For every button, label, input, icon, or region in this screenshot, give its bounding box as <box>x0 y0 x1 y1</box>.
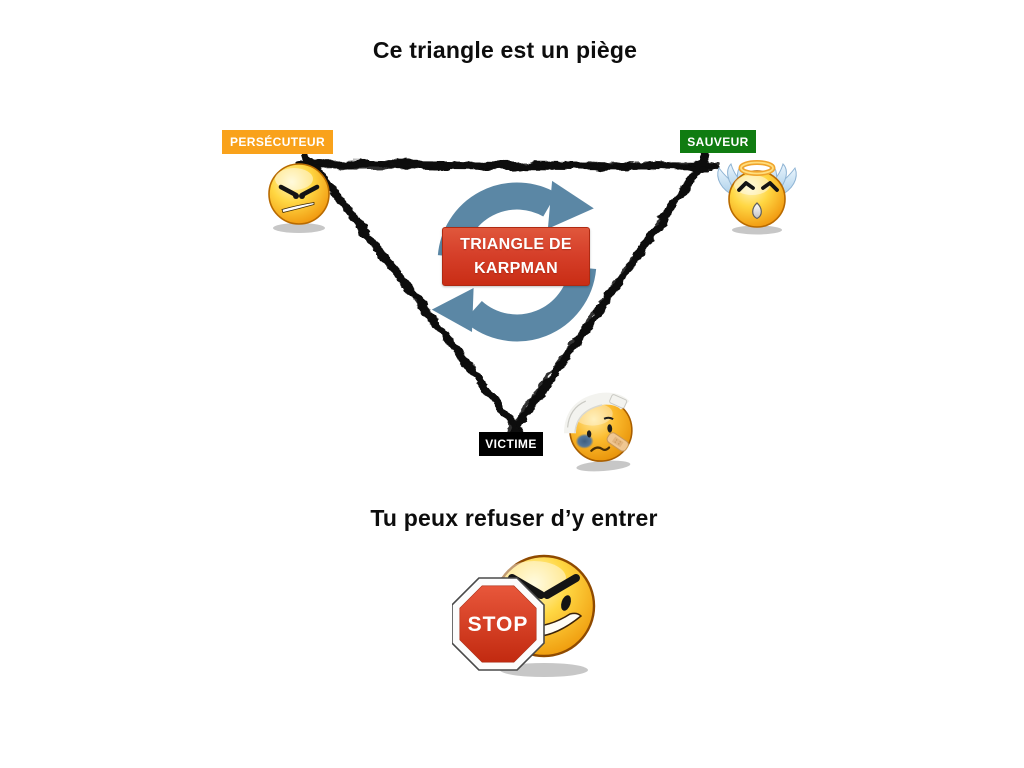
persecutor-label: PERSÉCUTEUR <box>222 130 333 154</box>
angry-mouth <box>281 202 315 213</box>
saviour-label: SAUVEUR <box>680 130 756 153</box>
karpman-center-box: TRIANGLE DE KARPMAN <box>442 227 590 286</box>
angel-eyebrows <box>737 181 779 192</box>
worried-mouth <box>590 446 611 452</box>
stop-sign-text: STOP <box>468 613 529 636</box>
victim-label: VICTIME <box>479 432 543 456</box>
cheek-bandaid <box>606 432 629 452</box>
page-title: Ce triangle est un piège <box>372 37 638 63</box>
angry-eyebrows <box>278 184 320 198</box>
angry-emoji-icon <box>268 163 330 233</box>
karpman-center-line2: KARPMAN <box>474 259 558 277</box>
stop-sign-icon: STOP <box>452 577 545 671</box>
injured-emoji-icon <box>564 392 633 472</box>
stop-emoji-icon: STOP <box>452 554 596 677</box>
subtitle: Tu peux refuser d’y entrer <box>370 505 658 531</box>
karpman-center-line1: TRIANGLE DE <box>460 235 572 253</box>
karpman-triangle-sketch <box>294 152 720 439</box>
angel-halo <box>738 160 776 176</box>
angel-emoji-icon <box>717 160 797 235</box>
angel-mouth <box>752 202 762 220</box>
head-bandage <box>564 392 630 434</box>
